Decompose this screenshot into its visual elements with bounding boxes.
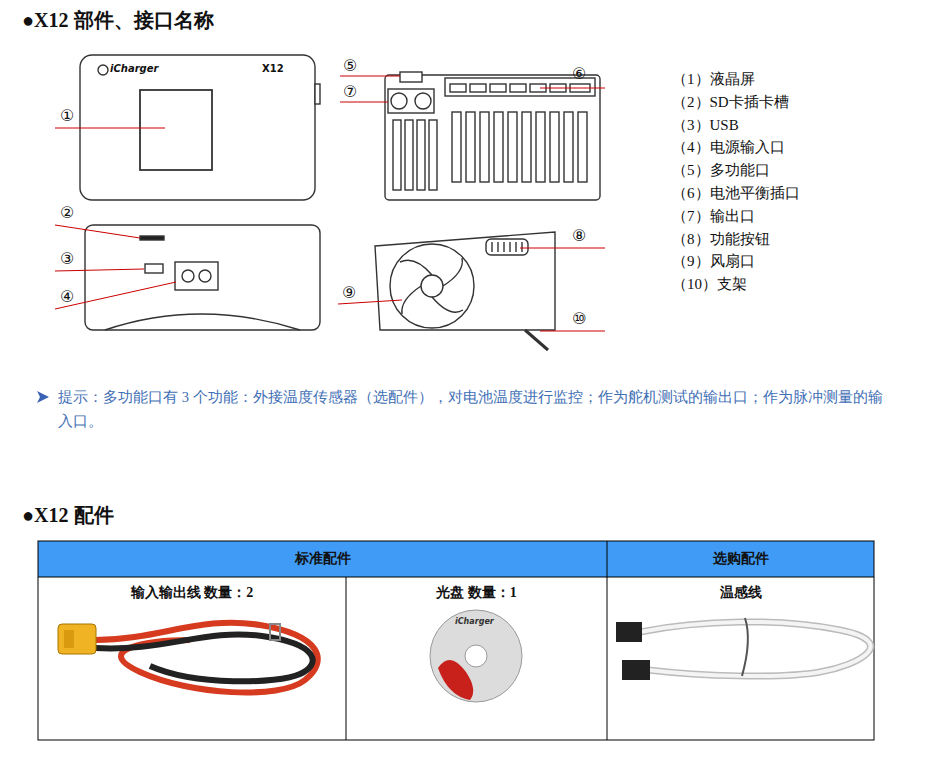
section-heading: ●X12 配件 (22, 503, 114, 528)
part-list-item: （8）功能按钮 (672, 230, 770, 249)
part-list-item: （6）电池平衡插口 (672, 184, 800, 203)
table-header: 标准配件 (38, 550, 607, 568)
callout-number: ② (60, 203, 74, 223)
dc-input (175, 262, 218, 290)
part-list-item: （5）多功能口 (672, 161, 770, 180)
logo-text: iCharger (110, 63, 158, 76)
note-arrow (37, 391, 49, 403)
callout-number: ③ (60, 249, 74, 269)
part-list-item: （10）支架 (672, 275, 747, 294)
callout-number: ⑨ (342, 283, 356, 303)
callout-number: ① (60, 106, 74, 126)
device-back (375, 232, 555, 330)
cooling-fins (393, 112, 587, 190)
multi-port (400, 72, 422, 82)
stand (525, 330, 548, 350)
accessory-table (38, 541, 874, 740)
device-side (85, 225, 320, 330)
callout-number: ④ (60, 287, 74, 307)
function-button (486, 239, 528, 255)
fan (390, 244, 474, 328)
side-button (315, 84, 320, 104)
note-text: 提示：多功能口有 3 个功能：外接温度传感器（选配件），对电池温度进行监控；作为… (58, 385, 893, 433)
table-cell: 光盘 数量：1 (346, 584, 607, 602)
part-list-item: （3）USB (672, 116, 739, 135)
table-header: 选购配件 (607, 550, 874, 568)
callout-number: ⑥ (572, 64, 586, 84)
callout-number: ⑤ (343, 56, 357, 76)
part-list-item: （4）电源输入口 (672, 138, 785, 157)
power-cable (58, 623, 318, 693)
output-port (388, 89, 434, 113)
part-list-item: （1）液晶屏 (672, 70, 755, 89)
lcd-screen (140, 90, 212, 170)
part-list-item: （9）风扇口 (672, 252, 755, 271)
sd-slot (140, 236, 164, 240)
part-list-item: （2）SD卡插卡槽 (672, 93, 789, 112)
table-cell: 输入输出线 数量：2 (38, 584, 346, 602)
callout-number: ⑩ (572, 309, 586, 329)
device-top (385, 75, 600, 200)
table-cell: 温感线 (607, 584, 874, 602)
part-list-item: （7）输出口 (672, 207, 755, 226)
leader-line (55, 128, 165, 129)
disc-label: iCharger (455, 617, 494, 627)
callout-number: ⑧ (572, 226, 586, 246)
cd-disc (430, 610, 522, 702)
usb-port (145, 264, 163, 273)
temp-cable (616, 618, 871, 680)
model-text: X12 (262, 63, 284, 76)
section-heading: ●X12 部件、接口名称 (22, 8, 214, 33)
callout-number: ⑦ (343, 82, 357, 102)
logo-icon (98, 65, 108, 75)
